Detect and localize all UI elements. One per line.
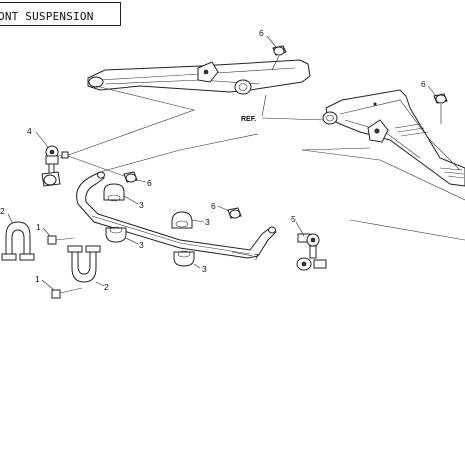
callout-6c: 6 [147,178,152,188]
bushing-3b [105,226,127,243]
nut-6-upper-left [272,45,287,56]
nut-6-middle [227,207,242,219]
callout-3a: 3 [139,200,144,210]
bushing-3c [171,211,193,229]
callout-1b: 1 [35,274,40,284]
callout-4: 4 [27,126,32,136]
stabilizer-bar-7 [76,171,277,259]
stabilizer-link-4 [41,145,69,187]
callout-7: 7 [254,252,259,262]
nut-6-upper-right [433,93,448,104]
callout-6d: 6 [211,201,216,211]
callout-3d: 3 [202,264,207,274]
diagram-title: ONT SUSPENSION [0,10,94,23]
callout-3c: 3 [205,217,210,227]
upper-control-arm-left [87,59,311,95]
bracket-2a [1,221,35,261]
lower-control-arm-right [322,89,465,187]
nut-6-middle-left [123,171,138,183]
bracket-2b [67,245,101,283]
callout-1a: 1 [36,222,41,232]
callout-2a: 2 [0,206,5,216]
stabilizer-link-5 [296,233,327,271]
callout-6a: 6 [259,28,264,38]
callout-5: 5 [291,214,296,224]
title-block: ONT SUSPENSION [0,2,121,26]
ref-label: REF. [241,116,256,123]
callout-6b: 6 [421,79,426,89]
bushing-3a [103,183,125,202]
bushing-3d [173,250,195,267]
callout-2b: 2 [104,282,109,292]
bolt-1a [47,235,75,245]
bolt-1b [51,287,83,299]
callout-3b: 3 [139,240,144,250]
